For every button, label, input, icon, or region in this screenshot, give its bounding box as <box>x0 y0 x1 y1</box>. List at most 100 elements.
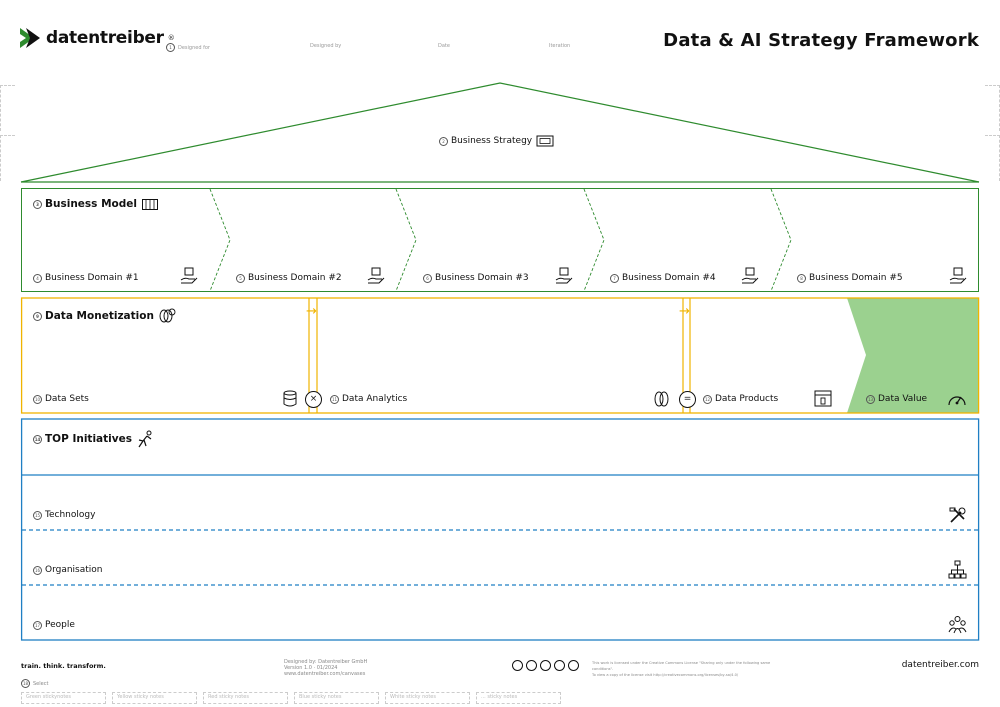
coin-stack-icon <box>159 308 176 323</box>
product-box-icon <box>814 390 832 407</box>
iteration-label: Iteration <box>549 43 571 49</box>
date-field[interactable]: Date <box>438 43 450 49</box>
nc-icon <box>540 660 551 671</box>
strategy-board-icon <box>536 135 554 147</box>
business-domain-5-number: 8 <box>797 273 806 283</box>
left-edge-mark <box>0 85 15 131</box>
organisation-label[interactable]: 16 Organisation <box>33 565 103 575</box>
sticky-yellow[interactable]: Yellow sticky notes <box>112 692 197 704</box>
domain-4-hand-icon <box>741 267 759 284</box>
designed-for-label: Designed for <box>178 45 210 51</box>
domain-1-hand-icon <box>180 267 198 284</box>
monetization-arrow-2: → <box>679 304 690 319</box>
sticky-blue[interactable]: Blue sticky notes <box>294 692 379 704</box>
data-analytics-label[interactable]: 11 Data Analytics <box>330 394 407 404</box>
business-domain-3-text: Business Domain #3 <box>435 273 529 283</box>
logo-text: datentreiber <box>46 28 164 48</box>
data-products-label[interactable]: 12 Data Products <box>703 394 778 404</box>
business-strategy-label[interactable]: 2 Business Strategy <box>439 135 554 147</box>
people-label[interactable]: 17 People <box>33 620 75 630</box>
by-icon <box>526 660 537 671</box>
footer-credits: Designed by: Datentreiber GmbH Version 1… <box>284 659 367 677</box>
data-value-label[interactable]: 13 Data Value <box>866 394 927 404</box>
business-domain-4-text: Business Domain #4 <box>622 273 716 283</box>
top-initiatives-number: 14 <box>33 434 42 444</box>
technology-number: 15 <box>33 510 42 520</box>
footer-credits-line-1: Designed by: Datentreiber GmbH <box>284 659 368 665</box>
business-strategy-text: Business Strategy <box>451 136 533 146</box>
data-value-number: 13 <box>866 394 875 404</box>
left-edge-mark-2 <box>0 135 15 181</box>
business-domain-1-number: 4 <box>33 273 42 283</box>
roof-outline <box>20 82 980 183</box>
equals-operator: = <box>679 391 696 408</box>
domain-3-hand-icon <box>555 267 573 284</box>
cc-license-icons <box>512 660 579 671</box>
logo-registered: ® <box>167 34 175 42</box>
business-domain-2-text: Business Domain #2 <box>248 273 342 283</box>
monetization-arrow-1: → <box>306 304 317 319</box>
business-domain-2[interactable]: 5 Business Domain #2 <box>236 273 342 283</box>
sticky-green[interactable]: Green stickynotes <box>21 692 106 704</box>
footer-license-line-2: To view a copy of the license visit http… <box>592 673 739 677</box>
date-label: Date <box>438 43 450 49</box>
business-domain-4[interactable]: 7 Business Domain #4 <box>610 273 716 283</box>
sticky-white[interactable]: White sticky notes <box>385 692 470 704</box>
speedometer-icon <box>948 396 966 406</box>
designed-for-number: 1 <box>166 43 175 52</box>
designed-by-field[interactable]: Designed by <box>310 43 341 49</box>
top-initiatives-label[interactable]: 14 TOP Initiatives <box>33 430 154 448</box>
data-monetization-number: 9 <box>33 311 42 321</box>
data-analytics-number: 11 <box>330 394 339 404</box>
business-domain-3[interactable]: 6 Business Domain #3 <box>423 273 529 283</box>
footer-website[interactable]: datentreiber.com <box>901 660 979 670</box>
business-domain-5[interactable]: 8 Business Domain #5 <box>797 273 903 283</box>
technology-text: Technology <box>45 510 96 520</box>
data-value-text: Data Value <box>878 394 928 404</box>
domain-5-hand-icon <box>949 267 967 284</box>
logo-arrow-icon <box>20 28 40 48</box>
database-icon <box>283 390 297 407</box>
share-icon <box>568 660 579 671</box>
datentreiber-logo: datentreiber® <box>20 28 175 48</box>
data-monetization-label[interactable]: 9 Data Monetization <box>33 308 176 324</box>
select-field[interactable]: 18 Select <box>21 679 48 688</box>
organisation-text: Organisation <box>45 565 103 575</box>
sticky-other[interactable]: ... sticky notes <box>476 692 561 704</box>
business-model-grid-icon <box>141 198 158 210</box>
top-initiatives-text: TOP Initiatives <box>45 433 132 445</box>
domain-2-hand-icon <box>367 267 385 284</box>
sticky-red[interactable]: Red sticky notes <box>203 692 288 704</box>
technology-label[interactable]: 15 Technology <box>33 510 95 520</box>
cc-icon <box>512 660 523 671</box>
select-text: Select <box>33 680 49 687</box>
data-products-text: Data Products <box>715 394 779 404</box>
footer-tagline: train. think. transform. <box>21 662 106 670</box>
footer-credits-line-3: www.datentreiber.com/canvases <box>284 671 366 677</box>
data-products-number: 12 <box>703 394 712 404</box>
business-model-box[interactable] <box>21 188 979 292</box>
select-number: 18 <box>21 679 30 688</box>
analytics-coin-icon <box>654 391 669 407</box>
people-text: People <box>45 620 75 630</box>
business-model-text: Business Model <box>45 198 137 210</box>
business-model-number: 3 <box>33 199 42 209</box>
data-monetization-text: Data Monetization <box>45 310 154 322</box>
people-number: 17 <box>33 620 42 630</box>
data-sets-number: 10 <box>33 394 42 404</box>
business-domain-1[interactable]: 4 Business Domain #1 <box>33 273 139 283</box>
data-sets-label[interactable]: 10 Data Sets <box>33 394 89 404</box>
iteration-field[interactable]: Iteration <box>549 43 570 49</box>
data-sets-text: Data Sets <box>45 394 89 404</box>
footer-license-line-1: This work is licensed under the Creative… <box>592 661 771 671</box>
business-model-label[interactable]: 3 Business Model <box>33 198 158 210</box>
business-domain-2-number: 5 <box>236 273 245 283</box>
running-person-icon <box>138 430 152 448</box>
footer-license: This work is licensed under the Creative… <box>592 660 792 678</box>
org-chart-icon <box>948 560 967 579</box>
business-domain-4-number: 7 <box>610 273 619 283</box>
